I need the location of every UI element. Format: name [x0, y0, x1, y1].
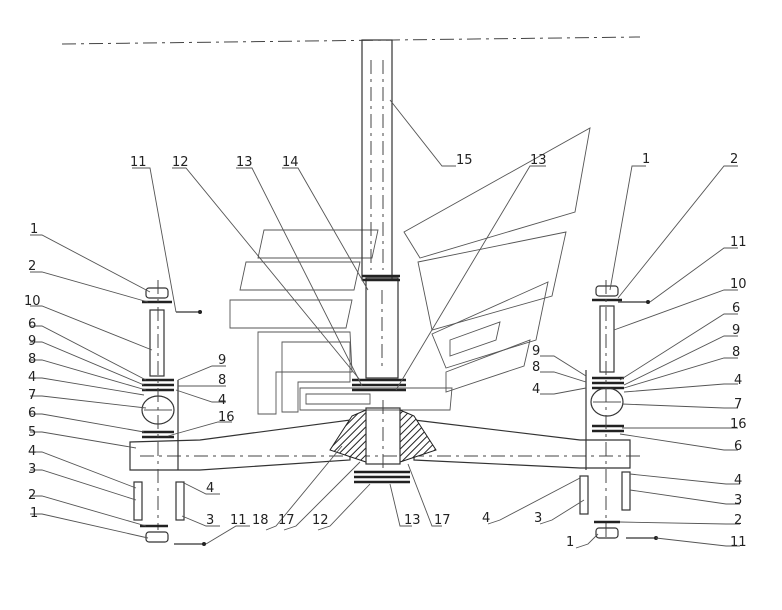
label-11: 11: [730, 535, 747, 550]
right-assembly: [579, 280, 658, 540]
label-15: 15: [456, 153, 473, 168]
label-5: 5: [28, 425, 36, 440]
label-8: 8: [28, 352, 36, 367]
label-10: 10: [730, 277, 747, 292]
label-10: 10: [24, 294, 41, 309]
label-16: 16: [218, 410, 235, 425]
label-8: 8: [218, 373, 226, 388]
label-4: 4: [28, 444, 36, 459]
label-11: 11: [130, 155, 147, 170]
label-14: 14: [282, 155, 299, 170]
label-8: 8: [732, 345, 740, 360]
label-4: 4: [218, 393, 226, 408]
label-2: 2: [734, 513, 742, 528]
label-1: 1: [566, 535, 574, 550]
top-centerline: [61, 36, 641, 45]
label-9: 9: [532, 344, 540, 359]
label-2: 2: [730, 152, 738, 167]
label-2: 2: [28, 488, 36, 503]
label-7: 7: [734, 397, 742, 412]
label-12: 12: [172, 155, 189, 170]
label-4: 4: [734, 473, 742, 488]
label-6: 6: [28, 406, 36, 421]
label-9: 9: [28, 334, 36, 349]
label-8: 8: [532, 360, 540, 375]
label-4: 4: [482, 511, 490, 526]
label-6: 6: [734, 439, 742, 454]
leader-lines: [30, 99, 740, 549]
crossbeam: [129, 419, 640, 471]
label-4: 4: [734, 373, 742, 388]
label-4: 4: [532, 382, 540, 397]
label-7: 7: [28, 388, 36, 403]
label-1: 1: [642, 152, 650, 167]
label-13: 13: [236, 155, 253, 170]
label-4: 4: [28, 370, 36, 385]
central-shaft: [352, 39, 406, 392]
part-labels: 1 2 10 6 9 8 4 7 6 5 4 3 2 1 11 12 13 14…: [24, 152, 747, 550]
watermark-logo: [229, 127, 591, 415]
label-3: 3: [734, 493, 742, 508]
label-1: 1: [30, 506, 38, 521]
label-6: 6: [28, 317, 36, 332]
central-hub: [329, 400, 437, 484]
label-1: 1: [30, 222, 38, 237]
label-16: 16: [730, 417, 747, 432]
left-assembly: [133, 280, 206, 546]
label-3: 3: [534, 511, 542, 526]
label-6: 6: [732, 301, 740, 316]
label-17: 17: [434, 513, 451, 528]
label-11: 11: [230, 513, 247, 528]
label-2: 2: [28, 259, 36, 274]
label-17: 17: [278, 513, 295, 528]
label-3: 3: [28, 462, 36, 477]
label-3: 3: [206, 513, 214, 528]
label-9: 9: [218, 353, 226, 368]
label-9: 9: [732, 323, 740, 338]
label-12: 12: [312, 513, 329, 528]
label-13: 13: [404, 513, 421, 528]
label-13: 13: [530, 153, 547, 168]
label-4: 4: [206, 481, 214, 496]
label-11: 11: [730, 235, 747, 250]
label-18: 18: [252, 513, 269, 528]
